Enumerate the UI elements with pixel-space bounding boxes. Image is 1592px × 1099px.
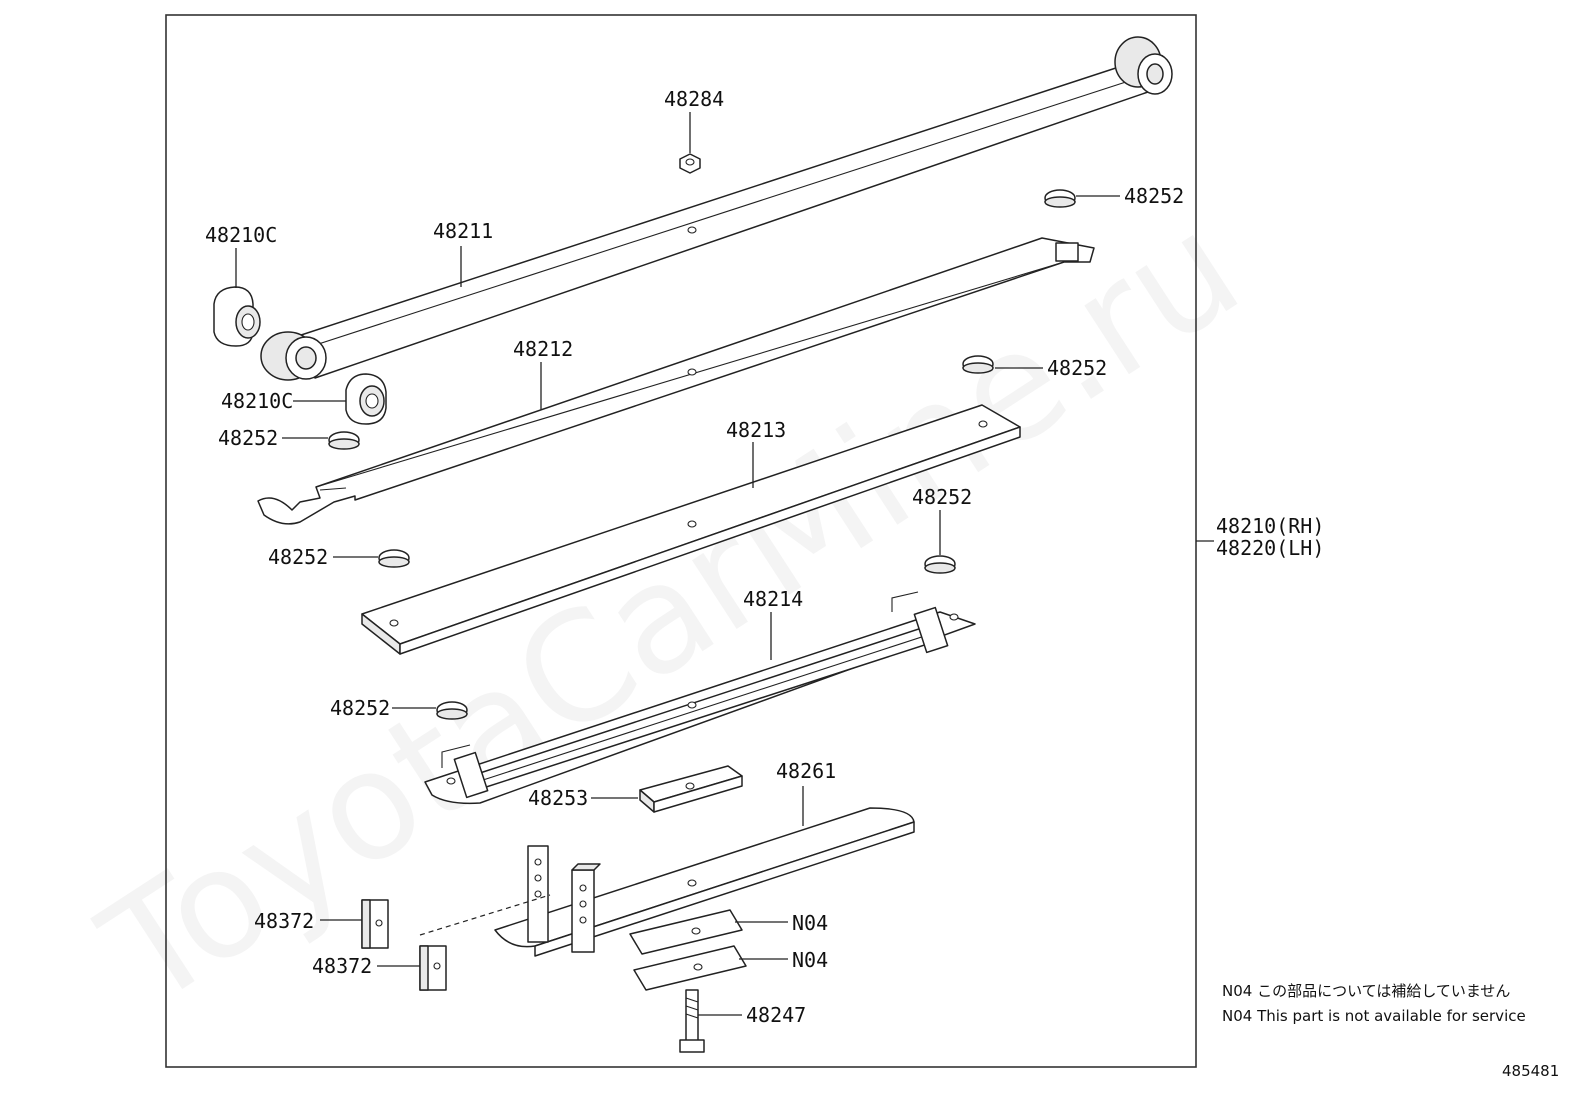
label-n04-upper[interactable]: N04 [792, 911, 828, 935]
diagram-code: 485481 [1502, 1062, 1559, 1080]
bushing-48210c-lower[interactable] [345, 373, 387, 425]
label-48252-5[interactable]: 48252 [268, 545, 328, 569]
strap-front[interactable] [527, 845, 549, 943]
note-japanese: N04 この部品については補給していません [1222, 982, 1510, 1000]
clip-48372-lower[interactable] [419, 945, 447, 991]
label-48214[interactable]: 48214 [743, 587, 803, 611]
label-48252-4[interactable]: 48252 [912, 485, 972, 509]
clip-guide-line [419, 894, 551, 936]
label-48247[interactable]: 48247 [746, 1003, 806, 1027]
bushing-48210c-upper[interactable] [213, 286, 261, 347]
leaf-48213[interactable] [361, 404, 1021, 655]
leader-lines [235, 112, 1214, 1016]
note-english: N04 This part is not available for servi… [1222, 1007, 1526, 1025]
leaf-48261[interactable] [494, 807, 915, 957]
label-48253[interactable]: 48253 [528, 786, 588, 810]
cap-48252-2[interactable] [962, 355, 994, 374]
plate-n04-upper[interactable] [629, 909, 743, 955]
label-48210c-upper[interactable]: 48210C [205, 223, 277, 247]
cap-48252-3[interactable] [328, 431, 360, 450]
cap-48252-1[interactable] [1044, 189, 1076, 208]
label-48261[interactable]: 48261 [776, 759, 836, 783]
leaf-48211[interactable] [260, 36, 1173, 381]
cap-48252-5[interactable] [924, 555, 956, 574]
label-48252-6[interactable]: 48252 [330, 696, 390, 720]
label-48210c-lower[interactable]: 48210C [221, 389, 293, 413]
clip-48372-upper[interactable] [361, 899, 389, 949]
cap-48252-6[interactable] [436, 701, 468, 720]
label-assembly-rh[interactable]: 48210(RH) [1216, 514, 1324, 538]
label-48212[interactable]: 48212 [513, 337, 573, 361]
label-48252-2[interactable]: 48252 [1047, 356, 1107, 380]
bolt-48247[interactable] [679, 989, 705, 1053]
cap-48252-4[interactable] [378, 549, 410, 568]
leaf-48212[interactable] [257, 237, 1095, 525]
label-48213[interactable]: 48213 [726, 418, 786, 442]
nut-48284[interactable] [679, 153, 701, 174]
label-48252-3[interactable]: 48252 [218, 426, 278, 450]
label-assembly-lh[interactable]: 48220(LH) [1216, 536, 1324, 560]
label-48284[interactable]: 48284 [664, 87, 724, 111]
label-48372-upper[interactable]: 48372 [254, 909, 314, 933]
strap-rear[interactable] [571, 863, 601, 953]
spacer-48253[interactable] [639, 765, 743, 813]
plate-n04-lower[interactable] [633, 945, 747, 991]
label-n04-lower[interactable]: N04 [792, 948, 828, 972]
label-48372-lower[interactable]: 48372 [312, 954, 372, 978]
leaf-48214[interactable] [424, 591, 976, 805]
label-48252-1[interactable]: 48252 [1124, 184, 1184, 208]
label-48211[interactable]: 48211 [433, 219, 493, 243]
